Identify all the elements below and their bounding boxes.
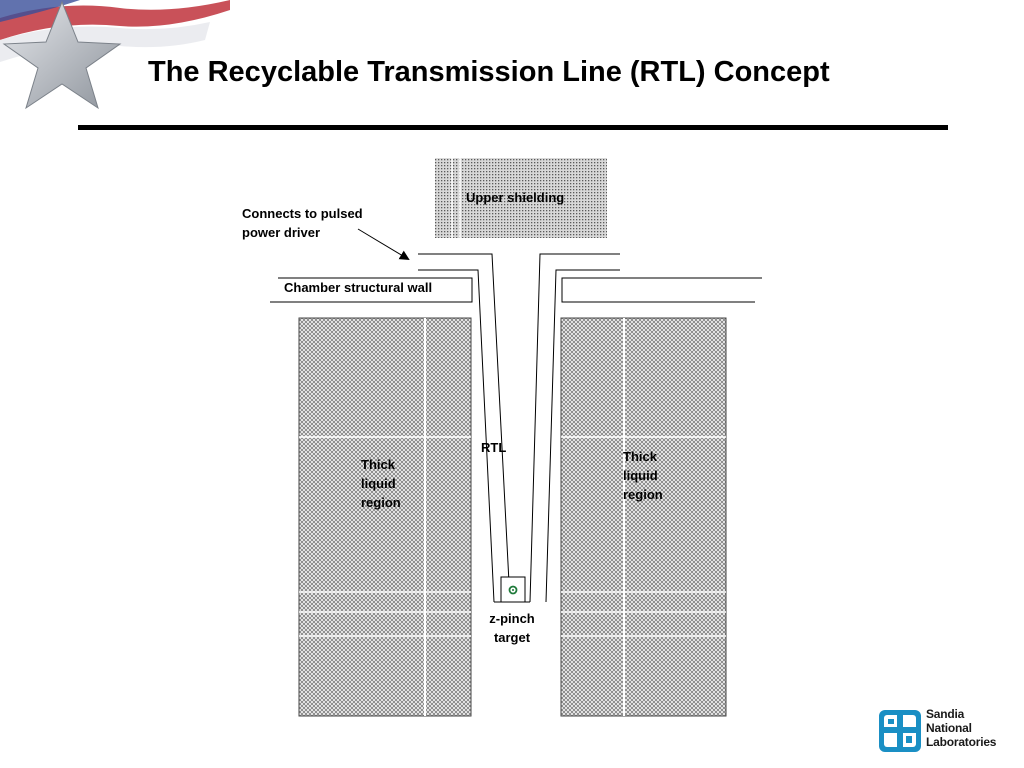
thick-liquid-region-left (298, 317, 472, 717)
thick-liquid-right-label: Thick liquid region (623, 449, 663, 502)
z-pinch-target (508, 585, 518, 595)
chamber-structural-wall (270, 277, 762, 303)
thick-liquid-left-label: Thick liquid region (361, 457, 401, 510)
upper-shielding-label: Upper shielding (466, 190, 565, 205)
slide-title: The Recyclable Transmission Line (RTL) C… (148, 56, 830, 88)
rtl-conductors (418, 253, 620, 603)
star-flag-logo (0, 0, 230, 110)
chamber-wall-label: Chamber structural wall (284, 280, 433, 295)
sandia-logo (879, 710, 921, 752)
sandia-wordmark: Sandia National Laboratories (926, 707, 997, 749)
upper-shielding-block (435, 158, 607, 238)
rtl-label: RTL (481, 440, 507, 455)
connects-to-driver-label: Connects to pulsed power driver (242, 206, 363, 240)
zpinch-target-label: z-pinch target (489, 611, 535, 645)
title-divider (78, 125, 948, 130)
driver-arrow (357, 228, 410, 261)
thick-liquid-region-right (560, 317, 727, 717)
